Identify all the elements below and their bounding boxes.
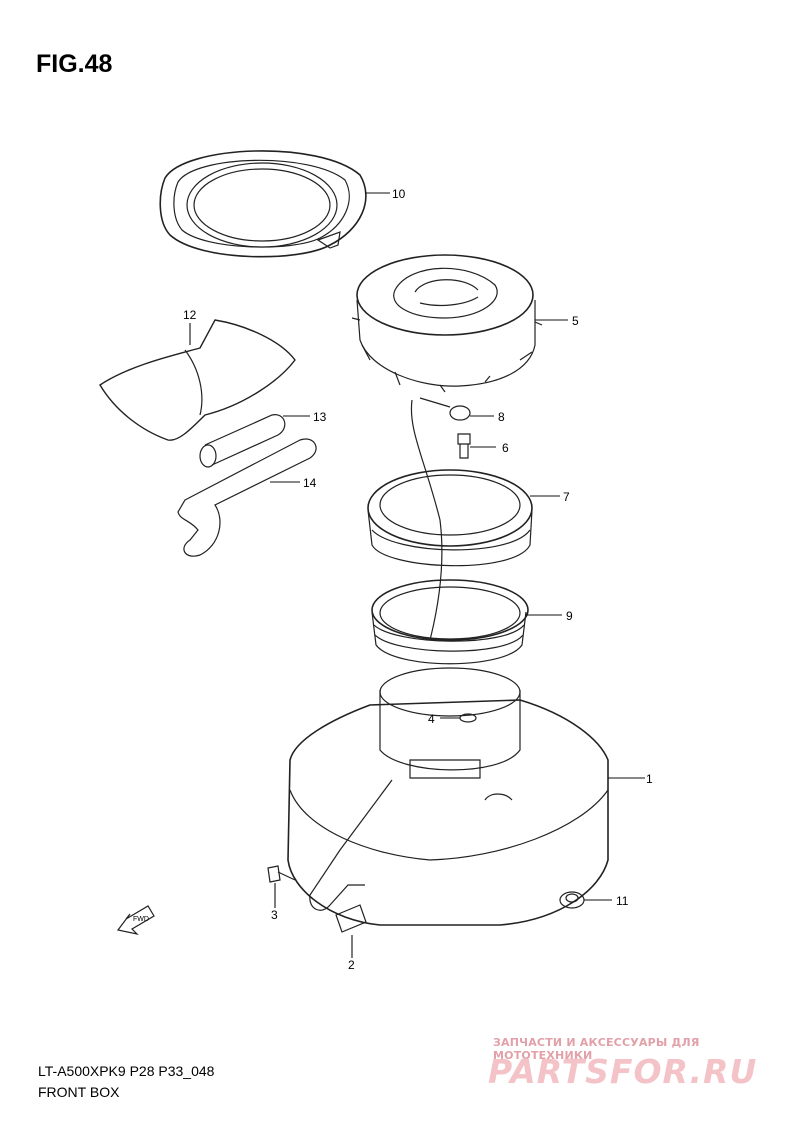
callout-6: 6: [502, 441, 509, 455]
part-6-screw[interactable]: [457, 433, 471, 459]
section-name: FRONT BOX: [38, 1084, 120, 1100]
part-8-clip[interactable]: [410, 397, 471, 641]
watermark-caption: ЗАПЧАСТИ И АКСЕССУАРЫ ДЛЯ МОТОТЕХНИКИ: [493, 1036, 700, 1062]
callout-2: 2: [348, 958, 355, 972]
callout-13: 13: [313, 410, 327, 424]
part-5-cap[interactable]: [351, 254, 543, 393]
callout-5: 5: [572, 314, 579, 328]
figure-title: FIG.48: [36, 50, 113, 78]
fwd-arrow-icon: FWD: [116, 905, 155, 936]
callout-1: 1: [646, 772, 653, 786]
part-3-bolt[interactable]: [267, 865, 296, 883]
part-13-cylinder[interactable]: [199, 414, 286, 468]
part-10-cover[interactable]: [159, 150, 367, 258]
watermark-logo: PARTSFOR.RU: [488, 1052, 758, 1091]
part-14-wrench[interactable]: [177, 438, 317, 557]
callout-9: 9: [566, 609, 573, 623]
callout-7: 7: [563, 490, 570, 504]
callout-4: 4: [428, 712, 435, 726]
part-7-ring[interactable]: [367, 469, 533, 567]
callout-3: 3: [271, 908, 278, 922]
model-code: LT-A500XPK9 P28 P33_048: [38, 1063, 215, 1079]
callout-10: 10: [392, 187, 406, 201]
part-1-front-box[interactable]: [287, 667, 609, 926]
callout-11: 11: [616, 894, 629, 908]
callout-8: 8: [498, 410, 505, 424]
part-11-grommet[interactable]: [559, 891, 585, 909]
part-12-tool-bag[interactable]: [99, 319, 296, 441]
part-9-threaded-ring[interactable]: [371, 579, 529, 665]
leader-lines: [189, 192, 645, 958]
part-2-clip-nut[interactable]: [335, 904, 367, 933]
callout-14: 14: [303, 476, 317, 490]
fwd-label: FWD: [133, 916, 149, 923]
callout-12: 12: [183, 308, 197, 322]
